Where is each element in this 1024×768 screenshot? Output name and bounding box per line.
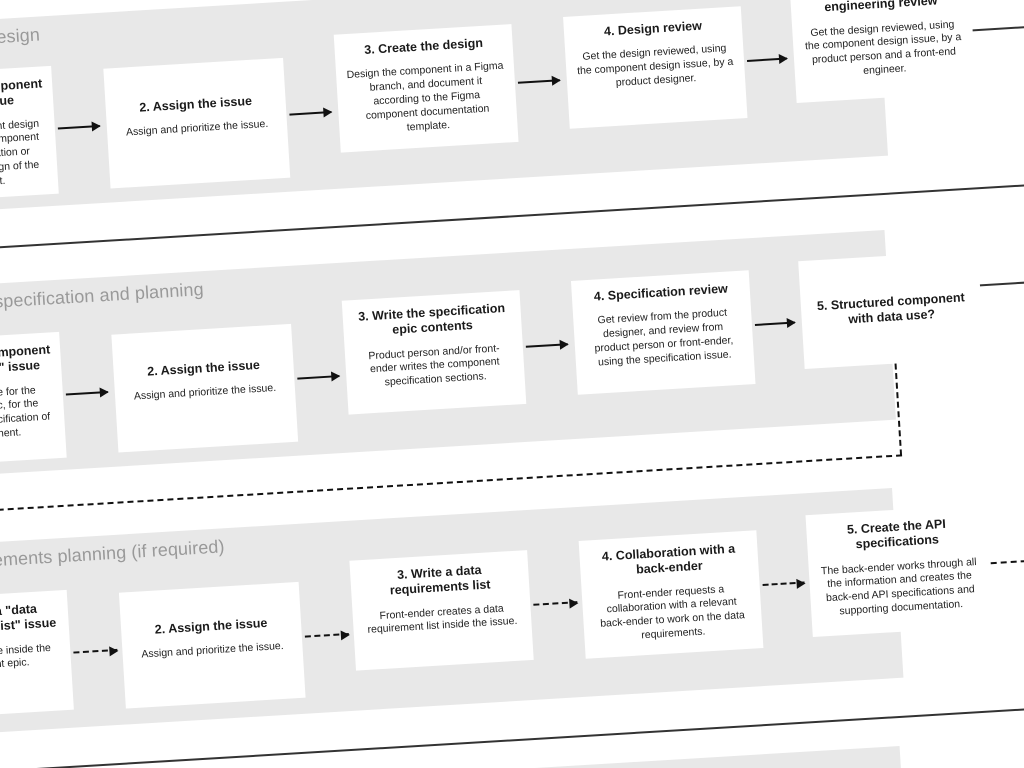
node-desc: Assign and prioritize the issue. (133, 382, 277, 403)
arrow-head-icon (91, 120, 102, 132)
node-title: 4. Specification review (593, 281, 729, 304)
node-title: 3. Write a data requirements list (389, 562, 491, 598)
arrow-head-icon (778, 53, 789, 65)
node-design-3[interactable]: 3. Create the design Design the componen… (333, 24, 519, 153)
node-desc: Product person and/or front-ender writes… (368, 341, 500, 389)
node-title: 3. Write the specification epic contents (357, 300, 506, 338)
arrow-head-icon (786, 317, 797, 329)
arrow-head-icon (569, 598, 579, 609)
node-title: 5. Create the API specifications (846, 516, 947, 552)
node-desc: Design the component in a Figma branch, … (346, 59, 504, 134)
arrow-data-5-exit (990, 557, 1024, 565)
arrow-head-icon (559, 339, 570, 350)
node-title: 1. Create a "component design" issue (0, 76, 43, 112)
node-design-4[interactable]: 4. Design review Get the design reviewed… (563, 6, 748, 129)
arrow-head-icon (796, 578, 806, 589)
node-spec-3[interactable]: 3. Write the specification epic contents… (341, 290, 527, 415)
node-design-1[interactable]: 1. Create a "component design" issue Cre… (0, 65, 59, 204)
node-desc: Get review from the product designer, an… (594, 306, 734, 369)
node-spec-4[interactable]: 4. Specification review Get review from … (570, 270, 756, 395)
node-spec-5[interactable]: 5. Structured component with data use? (798, 250, 985, 370)
node-desc: The back-ender works through all the inf… (820, 555, 977, 618)
node-desc: Front-ender requests a collaboration wit… (599, 582, 746, 642)
node-title: 5. Structured component with data use? (816, 290, 966, 327)
node-design-2[interactable]: 2. Assign the issue Assign and prioritiz… (103, 57, 291, 189)
node-title: 3. Create the design (363, 35, 484, 57)
node-spec-2[interactable]: 2. Assign the issue Assign and prioritiz… (111, 323, 299, 453)
node-data-3[interactable]: 3. Write a data requirements list Front-… (349, 550, 534, 671)
node-desc: Create a component design issue inside t… (0, 117, 40, 191)
node-desc: Assign and prioritize the issue. (141, 640, 284, 661)
arrow-head-icon (323, 107, 333, 118)
lane-bottom-fragment (0, 746, 907, 768)
node-data-4[interactable]: 4. Collaboration with a back-ender Front… (578, 530, 764, 659)
node-title: 5. Product and engineering review (823, 0, 938, 15)
arrow-head-icon (109, 645, 119, 657)
node-title: 2. Assign the issue (138, 93, 253, 115)
node-title: 4. Collaboration with a back-ender (601, 541, 736, 577)
branch-dashed-vertical (894, 363, 903, 456)
loop-design-top (972, 24, 1024, 32)
node-title: 2. Assign the issue (146, 357, 261, 379)
node-title: 1. Create a "component specification" is… (0, 342, 51, 380)
node-desc: Create an issue inside the component epi… (0, 641, 52, 674)
arrow-head-icon (551, 75, 562, 86)
node-desc: Get the design reviewed, using the compo… (804, 17, 962, 78)
node-desc: Get the design reviewed, using the compo… (576, 42, 734, 90)
node-design-5[interactable]: 5. Product and engineering review Get th… (789, 0, 977, 104)
node-spec-1[interactable]: 1. Create a "component specification" is… (0, 331, 67, 468)
arrow-head-icon (99, 386, 110, 398)
node-data-5[interactable]: 5. Create the API specifications The bac… (805, 504, 993, 638)
node-desc: Create an issue for the component epic, … (0, 383, 51, 443)
node-data-1[interactable]: 1. Create a "data requirement list" issu… (0, 589, 74, 720)
arrow-head-icon (330, 371, 341, 382)
node-desc: Assign and prioritize the issue. (125, 118, 269, 139)
node-data-2[interactable]: 2. Assign the issue Assign and prioritiz… (118, 581, 306, 709)
node-title: 1. Create a "data requirement list" issu… (0, 601, 57, 638)
node-desc: Front-ender creates a data requirement l… (367, 602, 518, 637)
loop-spec-top (979, 278, 1024, 287)
arrow-head-icon (340, 629, 351, 641)
node-title: 2. Assign the issue (154, 615, 268, 637)
node-title: 4. Design review (603, 18, 703, 39)
